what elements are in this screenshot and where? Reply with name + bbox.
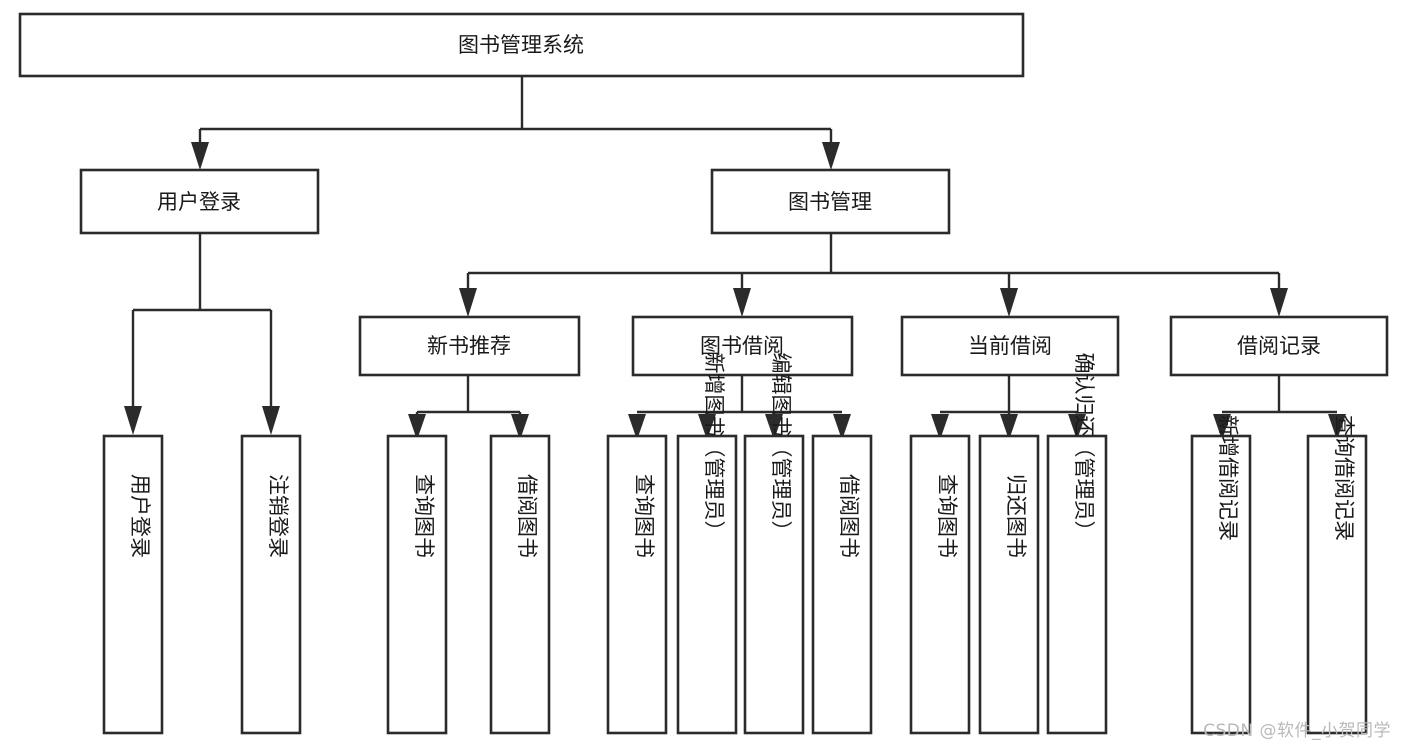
node-leaf-query-book-3-label: 查询图书 bbox=[935, 474, 959, 558]
arrowhead-current-borrow bbox=[1000, 288, 1018, 317]
node-current-borrow-box[interactable] bbox=[900, 315, 1120, 377]
node-leaf-user-login-label: 用户登录 bbox=[128, 474, 152, 558]
node-leaf-add-record[interactable]: 新增借阅记录 bbox=[1190, 415, 1252, 735]
node-user-login-label: 用户登录 bbox=[157, 190, 241, 214]
arrowhead-leaf-logout bbox=[262, 406, 280, 435]
node-leaf-query-record[interactable]: 查询借阅记录 bbox=[1306, 415, 1368, 735]
node-leaf-add-book-label: 新增图书（管理员） bbox=[702, 353, 726, 542]
node-root-label: 图书管理系统 bbox=[458, 33, 584, 57]
node-book-manage-box[interactable] bbox=[710, 168, 951, 235]
node-leaf-return-book[interactable]: 归还图书 bbox=[978, 434, 1040, 735]
arrowhead-leaf-query-book-2 bbox=[628, 414, 646, 440]
node-leaf-add-book-box[interactable] bbox=[676, 434, 738, 735]
node-leaf-return-book-label: 归还图书 bbox=[1004, 474, 1028, 558]
node-book-borrow-label: 图书借阅 bbox=[700, 334, 784, 358]
node-leaf-logout[interactable]: 注销登录 bbox=[240, 434, 302, 735]
node-leaf-logout-label: 注销登录 bbox=[266, 474, 290, 558]
csdn-watermark: CSDN @软件_小贺同学 bbox=[1203, 721, 1391, 741]
node-leaf-query-record-label: 查询借阅记录 bbox=[1332, 415, 1356, 541]
node-borrow-record[interactable]: 借阅记录 bbox=[1169, 315, 1389, 377]
node-leaf-logout-box[interactable] bbox=[240, 434, 302, 735]
connector-group-book-manage bbox=[459, 233, 1288, 317]
arrowhead-leaf-query-record bbox=[1328, 414, 1346, 440]
node-leaf-confirm-return-label: 确认归还（管理员） bbox=[1072, 353, 1096, 542]
arrowhead-leaf-borrow-book-2 bbox=[833, 414, 851, 440]
node-current-borrow-label: 当前借阅 bbox=[968, 334, 1052, 358]
arrowhead-borrow-record bbox=[1270, 288, 1288, 317]
node-leaf-query-book-3[interactable]: 查询图书 bbox=[909, 434, 971, 735]
node-leaf-add-record-box[interactable] bbox=[1190, 434, 1252, 735]
connector-group-user-login bbox=[124, 233, 280, 435]
node-leaf-query-book-2-box[interactable] bbox=[606, 434, 668, 735]
arrowhead-leaf-add-book bbox=[698, 414, 716, 440]
node-leaf-query-book-1-label: 查询图书 bbox=[412, 474, 436, 558]
node-new-book-rec-box[interactable] bbox=[358, 315, 581, 377]
node-borrow-record-label: 借阅记录 bbox=[1237, 334, 1321, 358]
node-borrow-record-box[interactable] bbox=[1169, 315, 1389, 377]
arrowhead-leaf-add-record bbox=[1213, 414, 1231, 440]
node-leaf-edit-book-label: 编辑图书（管理员） bbox=[769, 353, 793, 542]
node-leaf-borrow-book-2[interactable]: 借阅图书 bbox=[811, 434, 873, 735]
arrowhead-leaf-confirm-return bbox=[1068, 414, 1086, 440]
arrowhead-leaf-edit-book bbox=[765, 414, 783, 440]
node-leaf-edit-book-box[interactable] bbox=[743, 434, 805, 735]
node-user-login-box[interactable] bbox=[79, 168, 320, 235]
arrowhead-user-login bbox=[191, 142, 209, 170]
node-book-manage[interactable]: 图书管理 bbox=[710, 168, 951, 235]
node-leaf-add-record-label: 新增借阅记录 bbox=[1216, 415, 1240, 541]
node-leaf-query-book-2-label: 查询图书 bbox=[632, 474, 656, 558]
connector-group-root bbox=[191, 76, 840, 170]
node-leaf-return-book-box[interactable] bbox=[978, 434, 1040, 735]
node-book-manage-label: 图书管理 bbox=[788, 190, 872, 214]
node-new-book-rec[interactable]: 新书推荐 bbox=[358, 315, 581, 377]
node-new-book-rec-label: 新书推荐 bbox=[427, 334, 511, 358]
connector-group-current-borrow bbox=[931, 375, 1086, 440]
node-leaf-borrow-book-1-label: 借阅图书 bbox=[515, 474, 539, 558]
node-leaf-query-book-2[interactable]: 查询图书 bbox=[606, 434, 668, 735]
node-leaf-add-book[interactable]: 新增图书（管理员） bbox=[676, 353, 738, 735]
arrowhead-leaf-return-book bbox=[1000, 414, 1018, 440]
arrowhead-new-book-rec bbox=[459, 288, 477, 317]
node-leaf-borrow-book-1-box[interactable] bbox=[489, 434, 551, 735]
node-current-borrow[interactable]: 当前借阅 bbox=[900, 315, 1120, 377]
arrowhead-book-borrow bbox=[733, 288, 751, 317]
arrowhead-leaf-borrow-book-1 bbox=[511, 414, 529, 440]
node-leaf-query-book-1[interactable]: 查询图书 bbox=[386, 434, 448, 735]
node-leaf-borrow-book-1[interactable]: 借阅图书 bbox=[489, 434, 551, 735]
node-leaf-user-login[interactable]: 用户登录 bbox=[102, 434, 164, 735]
node-user-login[interactable]: 用户登录 bbox=[79, 168, 320, 235]
arrowhead-leaf-user-login bbox=[124, 406, 142, 435]
node-root[interactable]: 图书管理系统 bbox=[18, 12, 1025, 78]
node-leaf-borrow-book-2-box[interactable] bbox=[811, 434, 873, 735]
node-leaf-borrow-book-2-label: 借阅图书 bbox=[837, 474, 861, 558]
node-leaf-query-book-1-box[interactable] bbox=[386, 434, 448, 735]
node-leaf-confirm-return[interactable]: 确认归还（管理员） bbox=[1046, 353, 1108, 735]
node-leaf-query-record-box[interactable] bbox=[1306, 434, 1368, 735]
connector-group-new-book-rec bbox=[408, 375, 529, 440]
arrowhead-leaf-query-book-3 bbox=[931, 414, 949, 440]
node-leaf-query-book-3-box[interactable] bbox=[909, 434, 971, 735]
node-book-borrow[interactable]: 图书借阅 bbox=[631, 315, 854, 377]
connector-group-borrow-record bbox=[1213, 375, 1346, 440]
arrowhead-leaf-query-book-1 bbox=[408, 414, 426, 440]
node-leaf-confirm-return-box[interactable] bbox=[1046, 434, 1108, 735]
node-leaf-user-login-box[interactable] bbox=[102, 434, 164, 735]
arrowhead-book-manage bbox=[822, 142, 840, 170]
node-leaf-edit-book[interactable]: 编辑图书（管理员） bbox=[743, 353, 805, 735]
node-book-borrow-box[interactable] bbox=[631, 315, 854, 377]
connector-group-book-borrow bbox=[628, 375, 851, 440]
node-root-box[interactable] bbox=[18, 12, 1025, 78]
